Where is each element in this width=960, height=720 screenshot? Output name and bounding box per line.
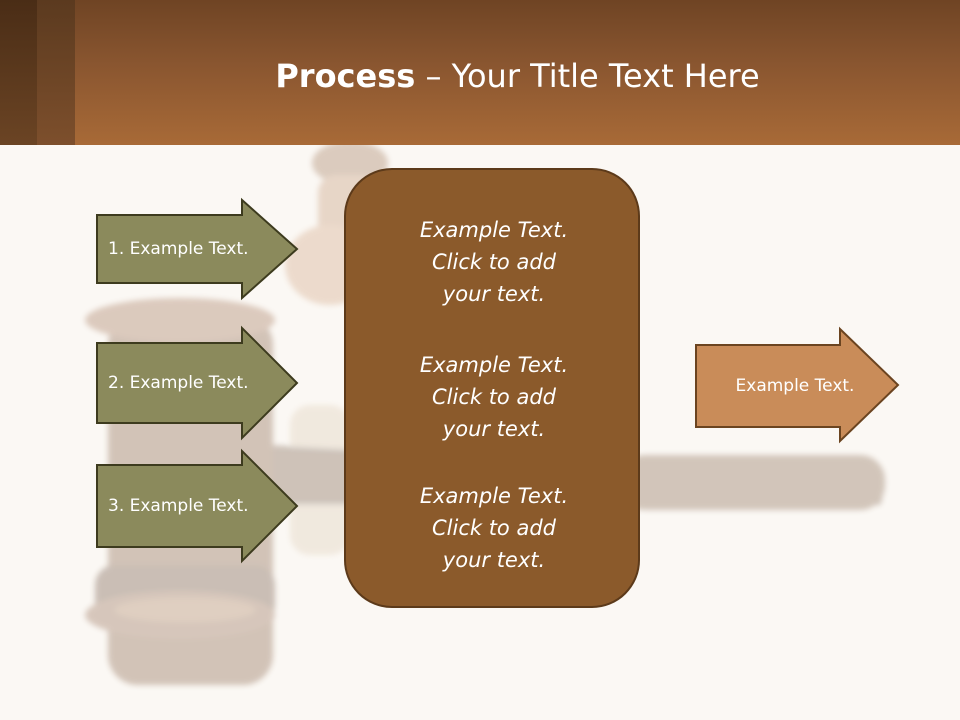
result-arrow[interactable]: Example Text. — [695, 326, 900, 444]
center-paragraph-3: Example Text. Click to add your text. — [346, 480, 642, 576]
result-label: Example Text. — [735, 376, 855, 396]
paragraph-line: your text. — [442, 417, 546, 441]
paragraph-line: Example Text. — [419, 484, 569, 508]
header-band: Process – Your Title Text Here — [0, 0, 960, 145]
slide-title[interactable]: Process – Your Title Text Here — [75, 52, 960, 100]
paragraph-line: Click to add — [431, 250, 556, 274]
arrow-shape — [96, 325, 299, 441]
title-bold: Process — [275, 57, 416, 95]
step-label-2: 2. Example Text. — [108, 373, 249, 393]
paragraph-line: your text. — [442, 282, 546, 306]
header-accent-strip — [0, 0, 37, 145]
paragraph-line: Example Text. — [419, 218, 569, 242]
step-label-1: 1. Example Text. — [108, 239, 249, 259]
arrow-shape — [96, 448, 299, 564]
header-accent-strip — [37, 0, 75, 145]
paragraph-line: Click to add — [431, 516, 556, 540]
paragraph-line: your text. — [442, 548, 546, 572]
center-paragraph-1: Example Text. Click to add your text. — [346, 214, 642, 310]
step-label-3: 3. Example Text. — [108, 496, 249, 516]
title-rest: – Your Title Text Here — [415, 57, 760, 95]
paragraph-line: Click to add — [431, 385, 556, 409]
center-paragraph-2: Example Text. Click to add your text. — [346, 349, 642, 445]
step-arrow-2[interactable]: 2. Example Text. — [96, 325, 299, 441]
step-arrow-1[interactable]: 1. Example Text. — [96, 197, 299, 301]
center-text-box[interactable]: Example Text. Click to add your text. Ex… — [344, 168, 640, 608]
step-arrow-3[interactable]: 3. Example Text. — [96, 448, 299, 564]
arrow-shape — [96, 197, 299, 301]
arrow-shape — [695, 326, 900, 444]
paragraph-line: Example Text. — [419, 353, 569, 377]
